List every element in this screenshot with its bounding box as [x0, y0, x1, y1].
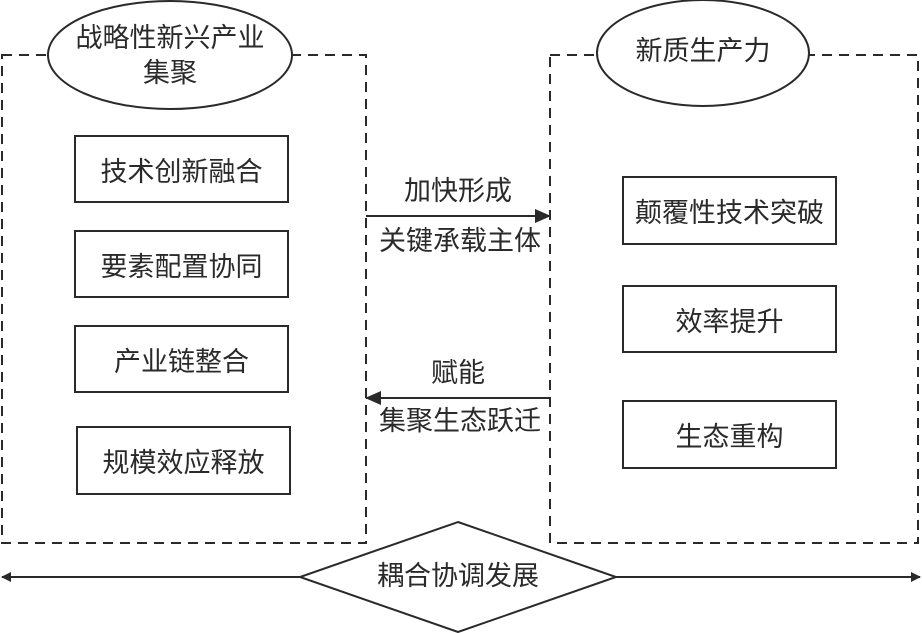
center-diamond [296, 520, 620, 633]
right-group-frame [549, 54, 919, 544]
arrow-left-label-below: 集聚生态跃迁 [379, 406, 541, 437]
left-item-label: 要素配置协同 [100, 251, 263, 283]
left-item-label: 技术创新融合 [100, 156, 263, 188]
right-item-label: 生态重构 [675, 422, 784, 453]
left-group-title-line2: 集聚 [143, 58, 197, 89]
center-label: 耦合协调发展 [377, 561, 539, 592]
left-item-box: 产业链整合 [74, 325, 289, 393]
right-group-title-ellipse [596, 0, 810, 107]
arrow-right-label-below: 关键承载主体 [379, 226, 541, 257]
right-item-box: 颠覆性技术突破 [622, 176, 837, 245]
right-item-box: 生态重构 [622, 400, 837, 469]
left-item-label: 产业链整合 [114, 346, 249, 378]
arrow-right-label-above: 加快形成 [404, 176, 512, 207]
right-item-box: 效率提升 [622, 285, 837, 353]
right-item-label: 效率提升 [675, 306, 784, 338]
right-item-label: 颠覆性技术突破 [635, 198, 824, 229]
left-group-title-ellipse [47, 0, 293, 110]
left-item-label: 规模效应释放 [102, 448, 265, 479]
left-item-box: 技术创新融合 [74, 135, 289, 203]
arrow-left-label-above: 赋能 [431, 358, 485, 389]
left-group-title-line1: 战略性新兴产业 [75, 23, 265, 54]
right-group-title: 新质生产力 [635, 36, 771, 67]
left-item-box: 规模效应释放 [76, 426, 291, 495]
left-item-box: 要素配置协同 [74, 230, 289, 298]
